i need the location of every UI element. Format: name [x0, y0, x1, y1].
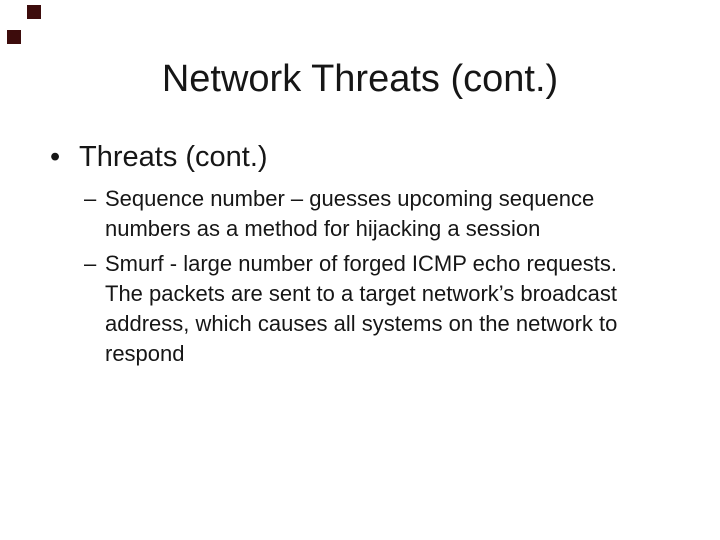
- dash-marker: –: [84, 251, 97, 276]
- bullet-marker: •: [50, 141, 61, 173]
- bullet-label: Threats (cont.): [79, 141, 268, 173]
- sub-bullet-list: – Sequence number – guesses upcoming seq…: [84, 184, 684, 369]
- sub-bullet-text: Sequence number – guesses upcoming seque…: [105, 186, 595, 241]
- bullet-item: • Threats (cont.): [48, 140, 268, 174]
- watermark-square-icon: [7, 30, 21, 44]
- dash-marker: –: [84, 186, 97, 211]
- sub-bullet-item: – Smurf - large number of forged ICMP ec…: [84, 249, 684, 369]
- sub-bullet-text: Smurf - large number of forged ICMP echo…: [105, 251, 618, 366]
- sub-bullet-item: – Sequence number – guesses upcoming seq…: [84, 184, 684, 244]
- slide-title: Network Threats (cont.): [161, 58, 559, 100]
- watermark-square-icon: [27, 5, 41, 19]
